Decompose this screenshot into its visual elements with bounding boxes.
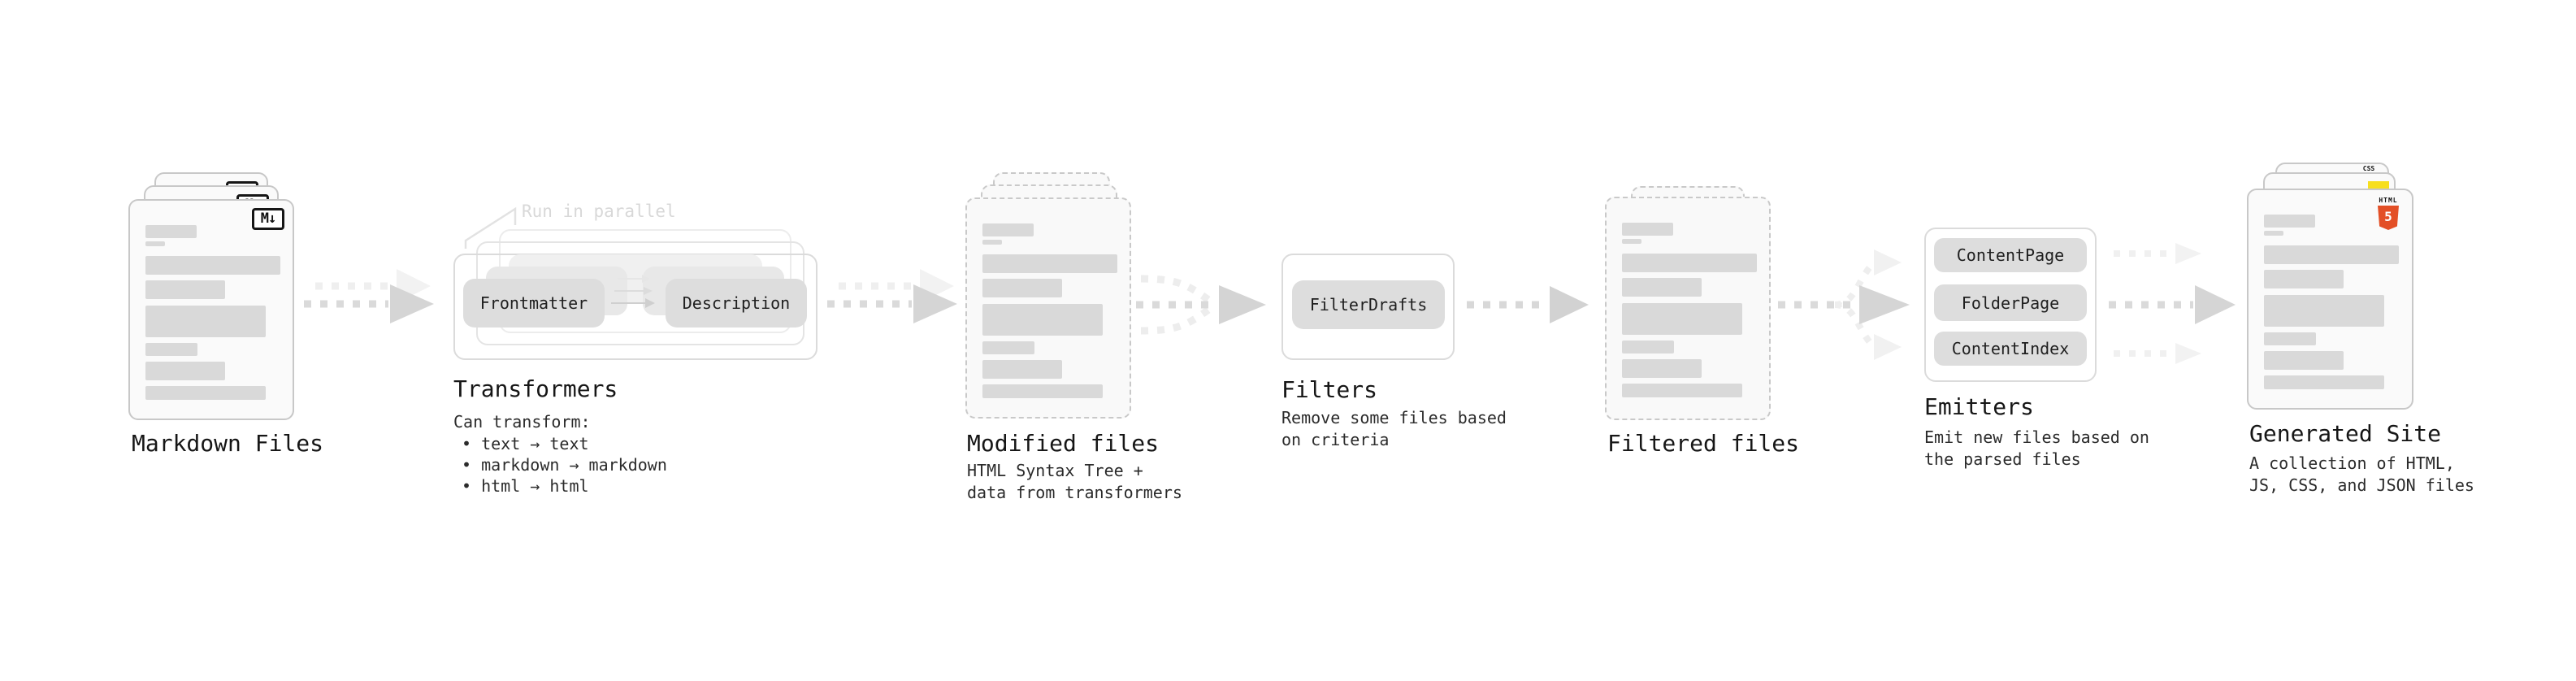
bullet-item: • text → text (462, 434, 589, 453)
flow-arrow-double (827, 269, 957, 323)
generated-site-label: Generated Site (2249, 420, 2442, 447)
flow-arrow-dashed (1467, 286, 1589, 323)
emitter-pill-content-index: ContentIndex (1934, 332, 2087, 366)
frontmatter-pill: Frontmatter (463, 279, 605, 327)
filtered-files-label: Filtered files (1607, 430, 1800, 457)
markdown-files-label: Markdown Files (132, 430, 324, 457)
flow-arrow-double (304, 269, 434, 323)
document-text-bars (2249, 190, 2412, 408)
description-pill: Description (666, 279, 807, 327)
markdown-logo-icon: M↓ (252, 208, 284, 230)
transformers-title: Transformers (453, 375, 618, 402)
filters-title: Filters (1281, 376, 1378, 403)
emitter-pill-content-page: ContentPage (1934, 238, 2087, 272)
emitter-pill-folder-page: FolderPage (1934, 284, 2087, 321)
site-file-page-front: HTML 5 (2247, 189, 2413, 410)
emitters-title: Emitters (1924, 393, 2034, 420)
generated-site-description: A collection of HTML, JS, CSS, and JSON … (2249, 453, 2474, 495)
transformers-bullet-list: • text → text • markdown → markdown • ht… (462, 433, 667, 497)
flow-arrows-parallel (2109, 243, 2236, 364)
css-logo-text: CSS (2362, 165, 2375, 172)
html5-logo-word: HTML (2379, 197, 2398, 204)
html5-logo-shield: 5 (2378, 206, 2399, 230)
filtered-file-page-front (1605, 197, 1771, 420)
document-text-bars (130, 201, 293, 419)
modified-files-label: Modified files (967, 430, 1160, 457)
transformers-subtitle: Can transform: (453, 412, 591, 432)
markdown-file-page-front: M↓ (128, 199, 294, 420)
modified-files-description: HTML Syntax Tree + data from transformer… (967, 461, 1182, 502)
bullet-item: • markdown → markdown (462, 455, 667, 475)
emitters-description: Emit new files based on the parsed files (1924, 427, 2149, 469)
modified-file-page-front (965, 197, 1131, 419)
parallel-callout-line (464, 206, 517, 249)
filters-box (1281, 254, 1455, 360)
bullet-item: • html → html (462, 476, 589, 496)
flow-arrow-merge (1136, 275, 1266, 335)
filter-drafts-pill: FilterDrafts (1292, 280, 1445, 329)
document-text-bars (967, 199, 1130, 417)
transform-arrows (611, 275, 655, 308)
emitters-box (1924, 228, 2097, 382)
filters-description: Remove some files based on criteria (1281, 408, 1507, 449)
html5-logo-icon: HTML 5 (2376, 197, 2400, 230)
flow-arrow-split (1778, 249, 1910, 360)
document-text-bars (1607, 198, 1769, 419)
parallel-callout-label: Run in parallel (522, 202, 676, 221)
